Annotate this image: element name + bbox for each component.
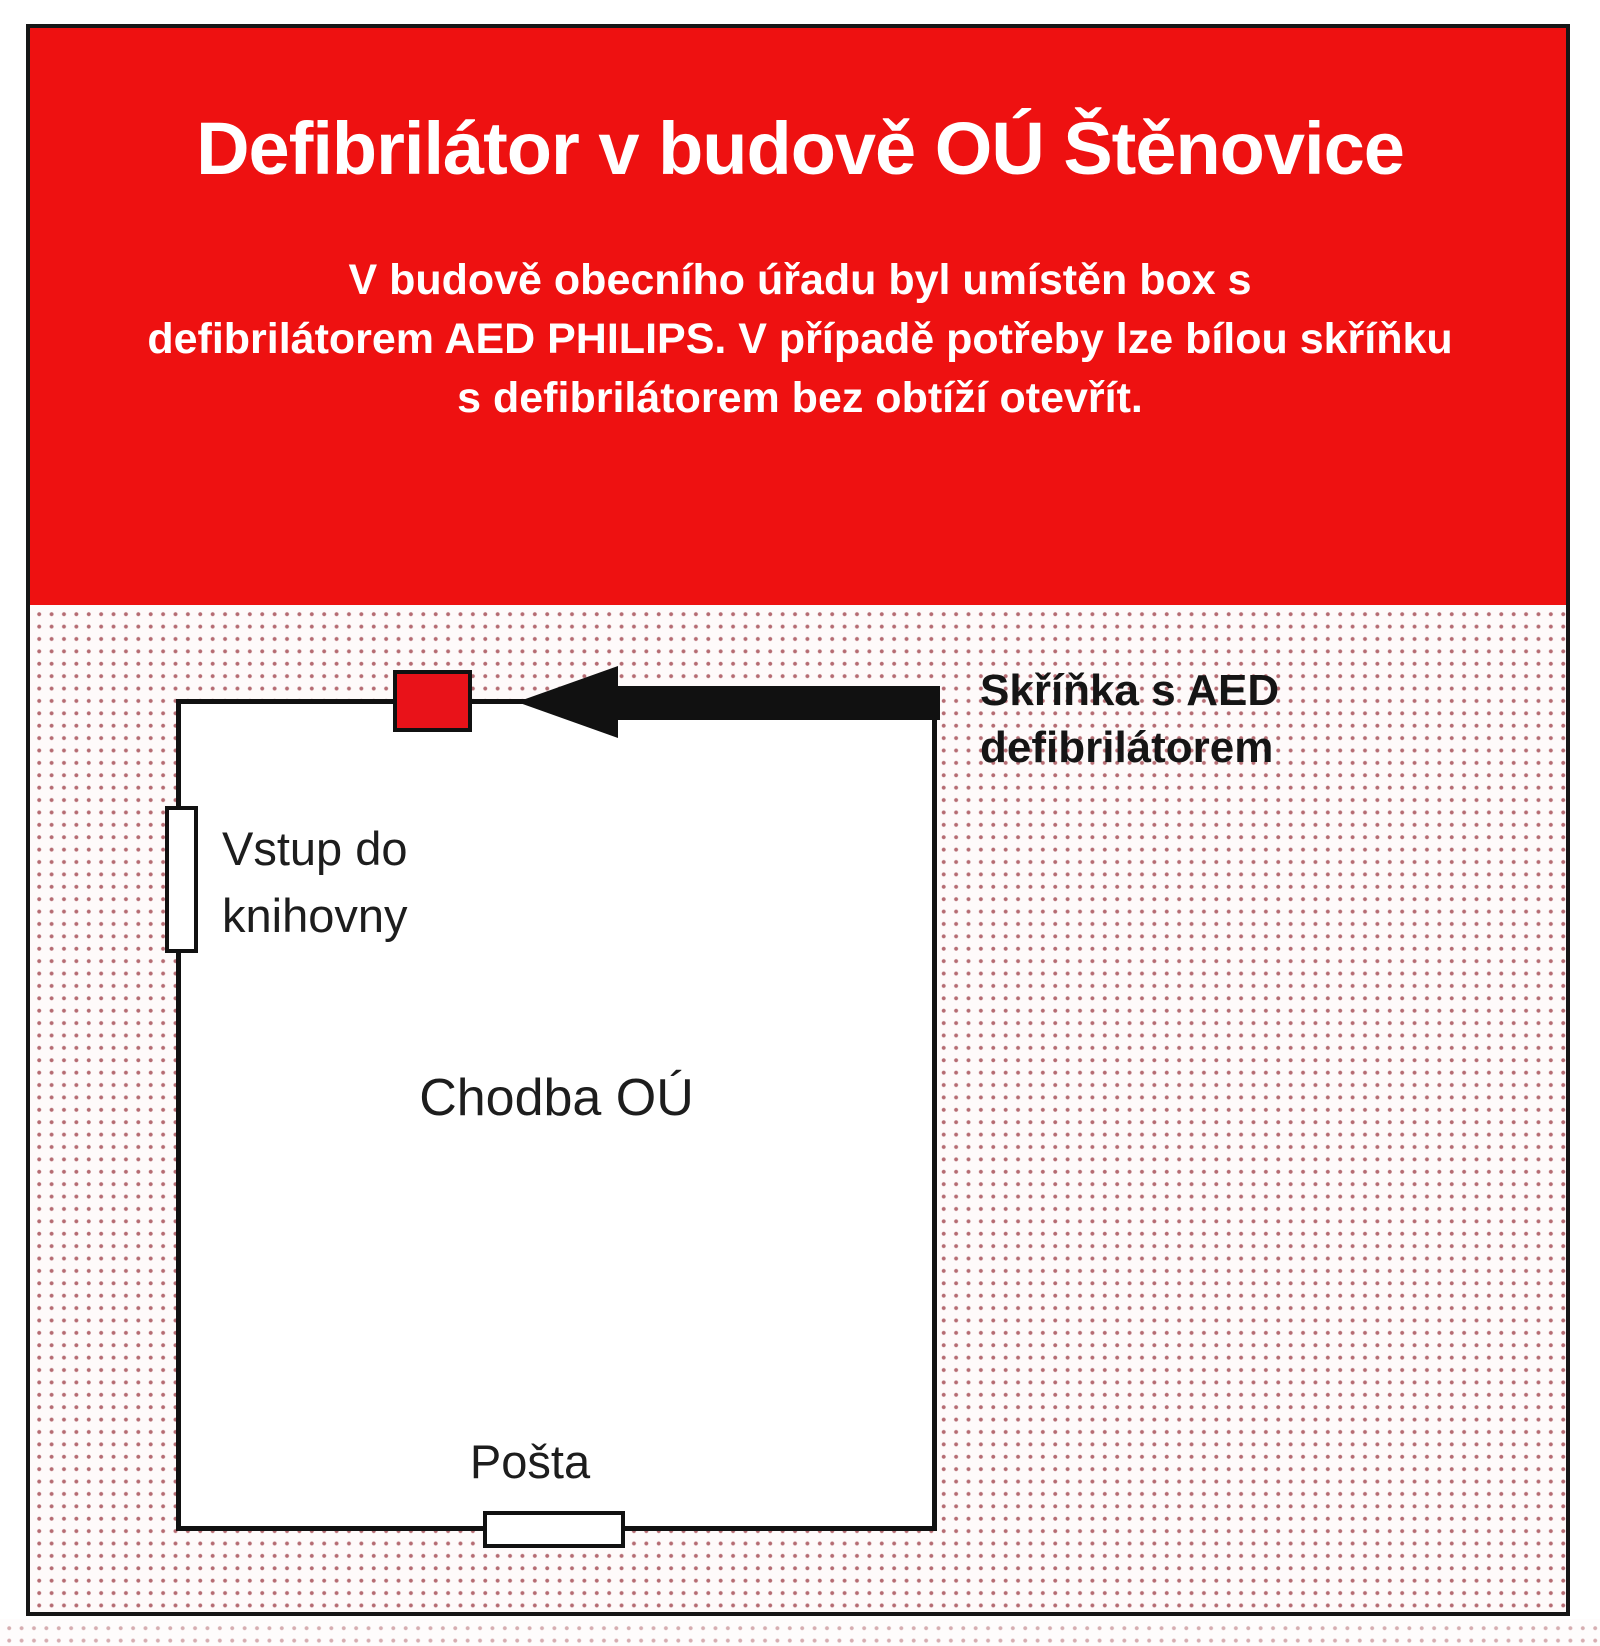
aed-cabinet-label: Skříňka s AED defibrilátorem — [980, 662, 1320, 776]
library-door — [165, 806, 198, 953]
description-line-2: defibrilátorem AED PHILIPS. V případě po… — [147, 315, 1453, 364]
aed-cabinet-label-line-1: Skříňka s AED — [980, 666, 1280, 715]
aed-cabinet-marker — [393, 670, 472, 732]
library-door-label-line-2: knihovny — [222, 888, 408, 942]
page-edge-texture — [0, 1619, 1600, 1646]
description-line-1: V budově obecního úřadu byl umístěn box … — [348, 256, 1252, 305]
post-door-label: Pošta — [469, 1435, 591, 1488]
poster-description: V budově obecního úřadu byl umístěn box … — [120, 251, 1480, 428]
library-door-label: Vstup do knihovny — [222, 816, 462, 949]
header-banner: Defibrilátor v budově OÚ Štěnovice V bud… — [30, 28, 1570, 605]
poster-title: Defibrilátor v budově OÚ Štěnovice — [196, 107, 1405, 190]
aed-cabinet-label-line-2: defibrilátorem — [980, 723, 1274, 773]
post-door — [483, 1511, 625, 1548]
description-line-3: s defibrilátorem bez obtíží otevřít. — [457, 374, 1143, 423]
library-door-label-line-1: Vstup do — [222, 822, 408, 875]
corridor-label: Chodba OÚ — [419, 1069, 694, 1127]
arrow-icon — [517, 666, 940, 738]
poster-frame — [26, 24, 1570, 1616]
